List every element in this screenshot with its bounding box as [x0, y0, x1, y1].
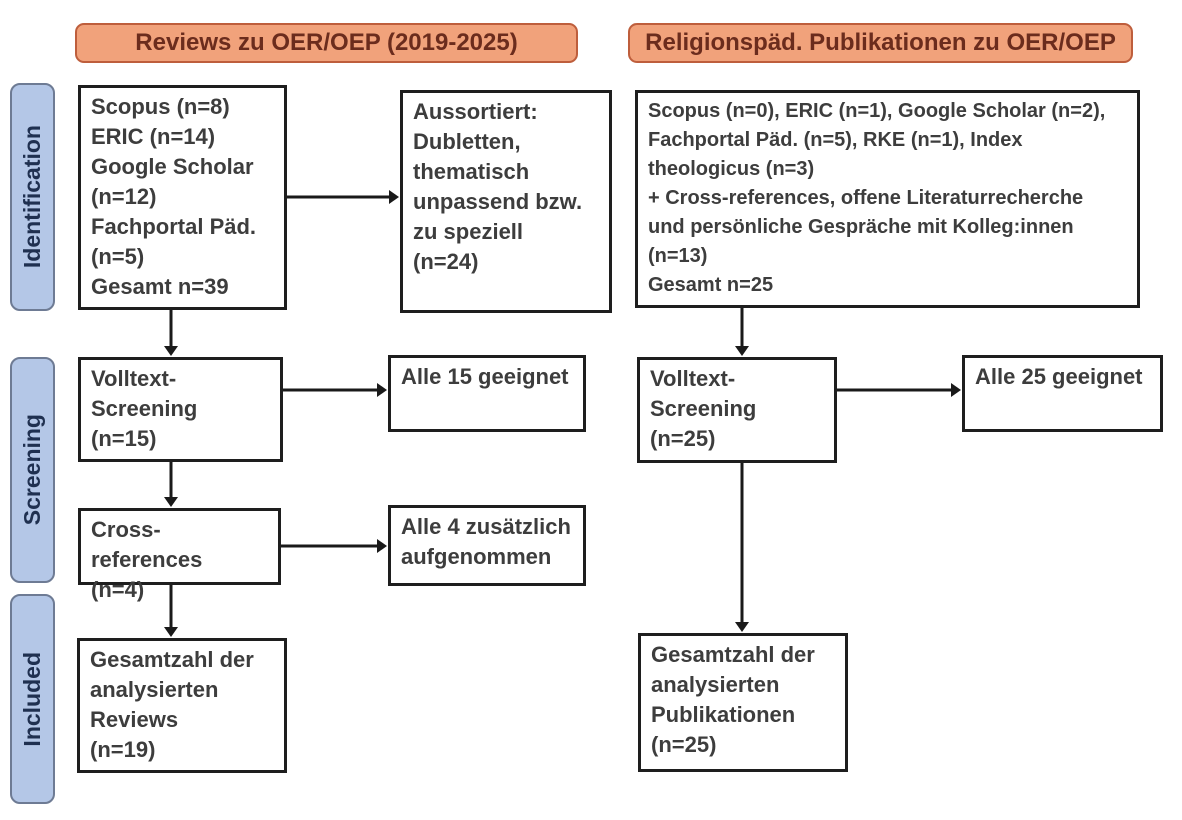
arrow-right-fulltext-to-total — [735, 463, 749, 632]
arrow-head-icon — [735, 346, 749, 356]
arrow-line — [169, 585, 173, 628]
arrow-head-icon — [164, 346, 178, 356]
box-right-fulltext-screening: Volltext- Screening (n=25) — [637, 357, 837, 463]
arrow-head-icon — [164, 497, 178, 507]
arrow-line — [287, 195, 390, 199]
arrow-line — [169, 310, 173, 347]
box-right-eligible: Alle 25 geeignet — [962, 355, 1163, 432]
arrow-line — [740, 308, 744, 347]
box-left-fulltext-screening: Volltext- Screening (n=15) — [78, 357, 283, 462]
box-left-cross-references: Cross-references (n=4) — [78, 508, 281, 602]
arrow-line — [740, 463, 744, 623]
stage-screening: Screening — [10, 357, 55, 583]
arrow-line — [169, 462, 173, 498]
arrow-head-icon — [377, 539, 387, 553]
box-left-added: Alle 4 zusätzlich aufgenommen — [388, 505, 586, 586]
arrow-left-sources-to-fulltext — [164, 310, 178, 356]
stage-identification-label: Identification — [19, 125, 45, 269]
stage-included: Included — [10, 594, 55, 804]
box-right-sources: Scopus (n=0), ERIC (n=1), Google Scholar… — [635, 90, 1140, 308]
box-right-total: Gesamtzahl der analysierten Publikatione… — [638, 633, 848, 772]
arrow-left-sources-to-excluded — [287, 190, 399, 204]
arrow-line — [283, 388, 378, 392]
arrow-left-crossref-to-added — [281, 539, 387, 553]
arrow-head-icon — [735, 622, 749, 632]
arrow-head-icon — [377, 383, 387, 397]
stage-identification: Identification — [10, 83, 55, 311]
header-reviews-column: Reviews zu OER/OEP (2019-2025) — [75, 23, 578, 63]
arrow-left-fulltext-to-eligible — [283, 383, 387, 397]
arrow-right-sources-to-fulltext — [735, 308, 749, 356]
arrow-left-fulltext-to-crossref — [164, 462, 178, 507]
arrow-right-fulltext-to-eligible — [837, 383, 961, 397]
stage-included-label: Included — [19, 651, 45, 747]
arrow-line — [837, 388, 952, 392]
box-left-excluded: Aussortiert: Dubletten, thematisch unpas… — [400, 90, 612, 313]
arrow-head-icon — [164, 627, 178, 637]
arrow-left-crossref-to-total — [164, 585, 178, 637]
box-left-eligible: Alle 15 geeignet — [388, 355, 586, 432]
header-publications-column: Religionspäd. Publikationen zu OER/OEP — [628, 23, 1133, 63]
arrow-head-icon — [951, 383, 961, 397]
stage-screening-label: Screening — [19, 414, 45, 526]
arrow-head-icon — [389, 190, 399, 204]
box-left-sources: Scopus (n=8) ERIC (n=14) Google Scholar … — [78, 85, 287, 310]
arrow-line — [281, 544, 378, 548]
box-left-total: Gesamtzahl der analysierten Reviews (n=1… — [77, 638, 287, 773]
